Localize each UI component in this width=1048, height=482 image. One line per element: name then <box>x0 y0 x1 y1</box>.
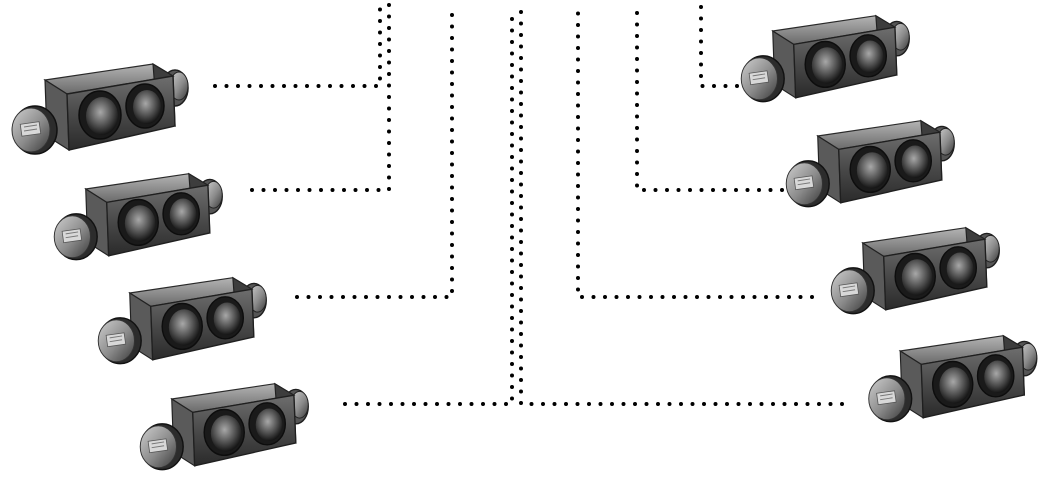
load-cell-icon <box>831 228 999 314</box>
load-cell-icon <box>12 64 188 154</box>
load-cell-icon <box>54 174 222 260</box>
load-cells-left <box>12 64 308 470</box>
cable-right-1 <box>701 4 737 86</box>
load-cells-right <box>741 16 1037 422</box>
load-cell-icon <box>869 336 1037 422</box>
cable-left-1 <box>215 4 380 86</box>
load-cell-icon <box>786 121 954 207</box>
load-cell-icon <box>741 16 909 102</box>
load-cell-icon <box>140 384 308 470</box>
cable-left-3 <box>297 4 452 297</box>
cable-left-2 <box>252 4 389 190</box>
cable-left-4 <box>345 10 512 404</box>
load-cell-icon <box>98 278 266 364</box>
